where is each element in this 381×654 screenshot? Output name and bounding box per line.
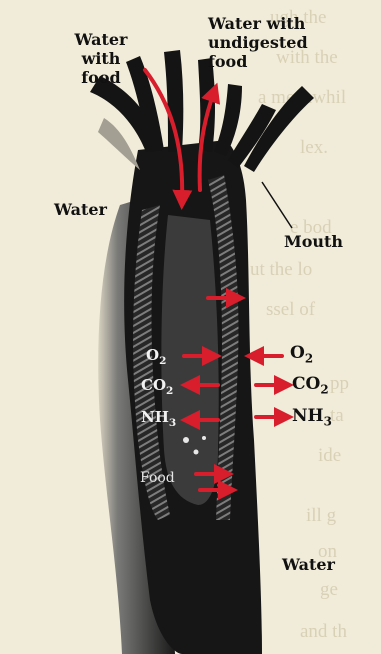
- mouth-pointer: [262, 182, 292, 228]
- label-water-bottom: Water: [282, 555, 335, 574]
- label-nh3-outer: NH3: [292, 406, 332, 428]
- label-water-left: Water: [54, 200, 107, 219]
- label-co2-outer: CO2: [292, 374, 329, 396]
- label-water-with-undigested-food: Water with undigested food: [208, 14, 318, 71]
- label-water-with-food: Water with food: [60, 30, 142, 87]
- label-o2-outer: O2: [290, 343, 313, 365]
- label-co2-inner: CO2: [141, 376, 173, 397]
- label-food: Food: [140, 470, 175, 486]
- gastrovascular-cavity: [161, 215, 218, 505]
- label-mouth: Mouth: [284, 232, 343, 251]
- label-o2-inner: O2: [146, 346, 166, 367]
- label-nh3-inner: NH3: [141, 408, 176, 429]
